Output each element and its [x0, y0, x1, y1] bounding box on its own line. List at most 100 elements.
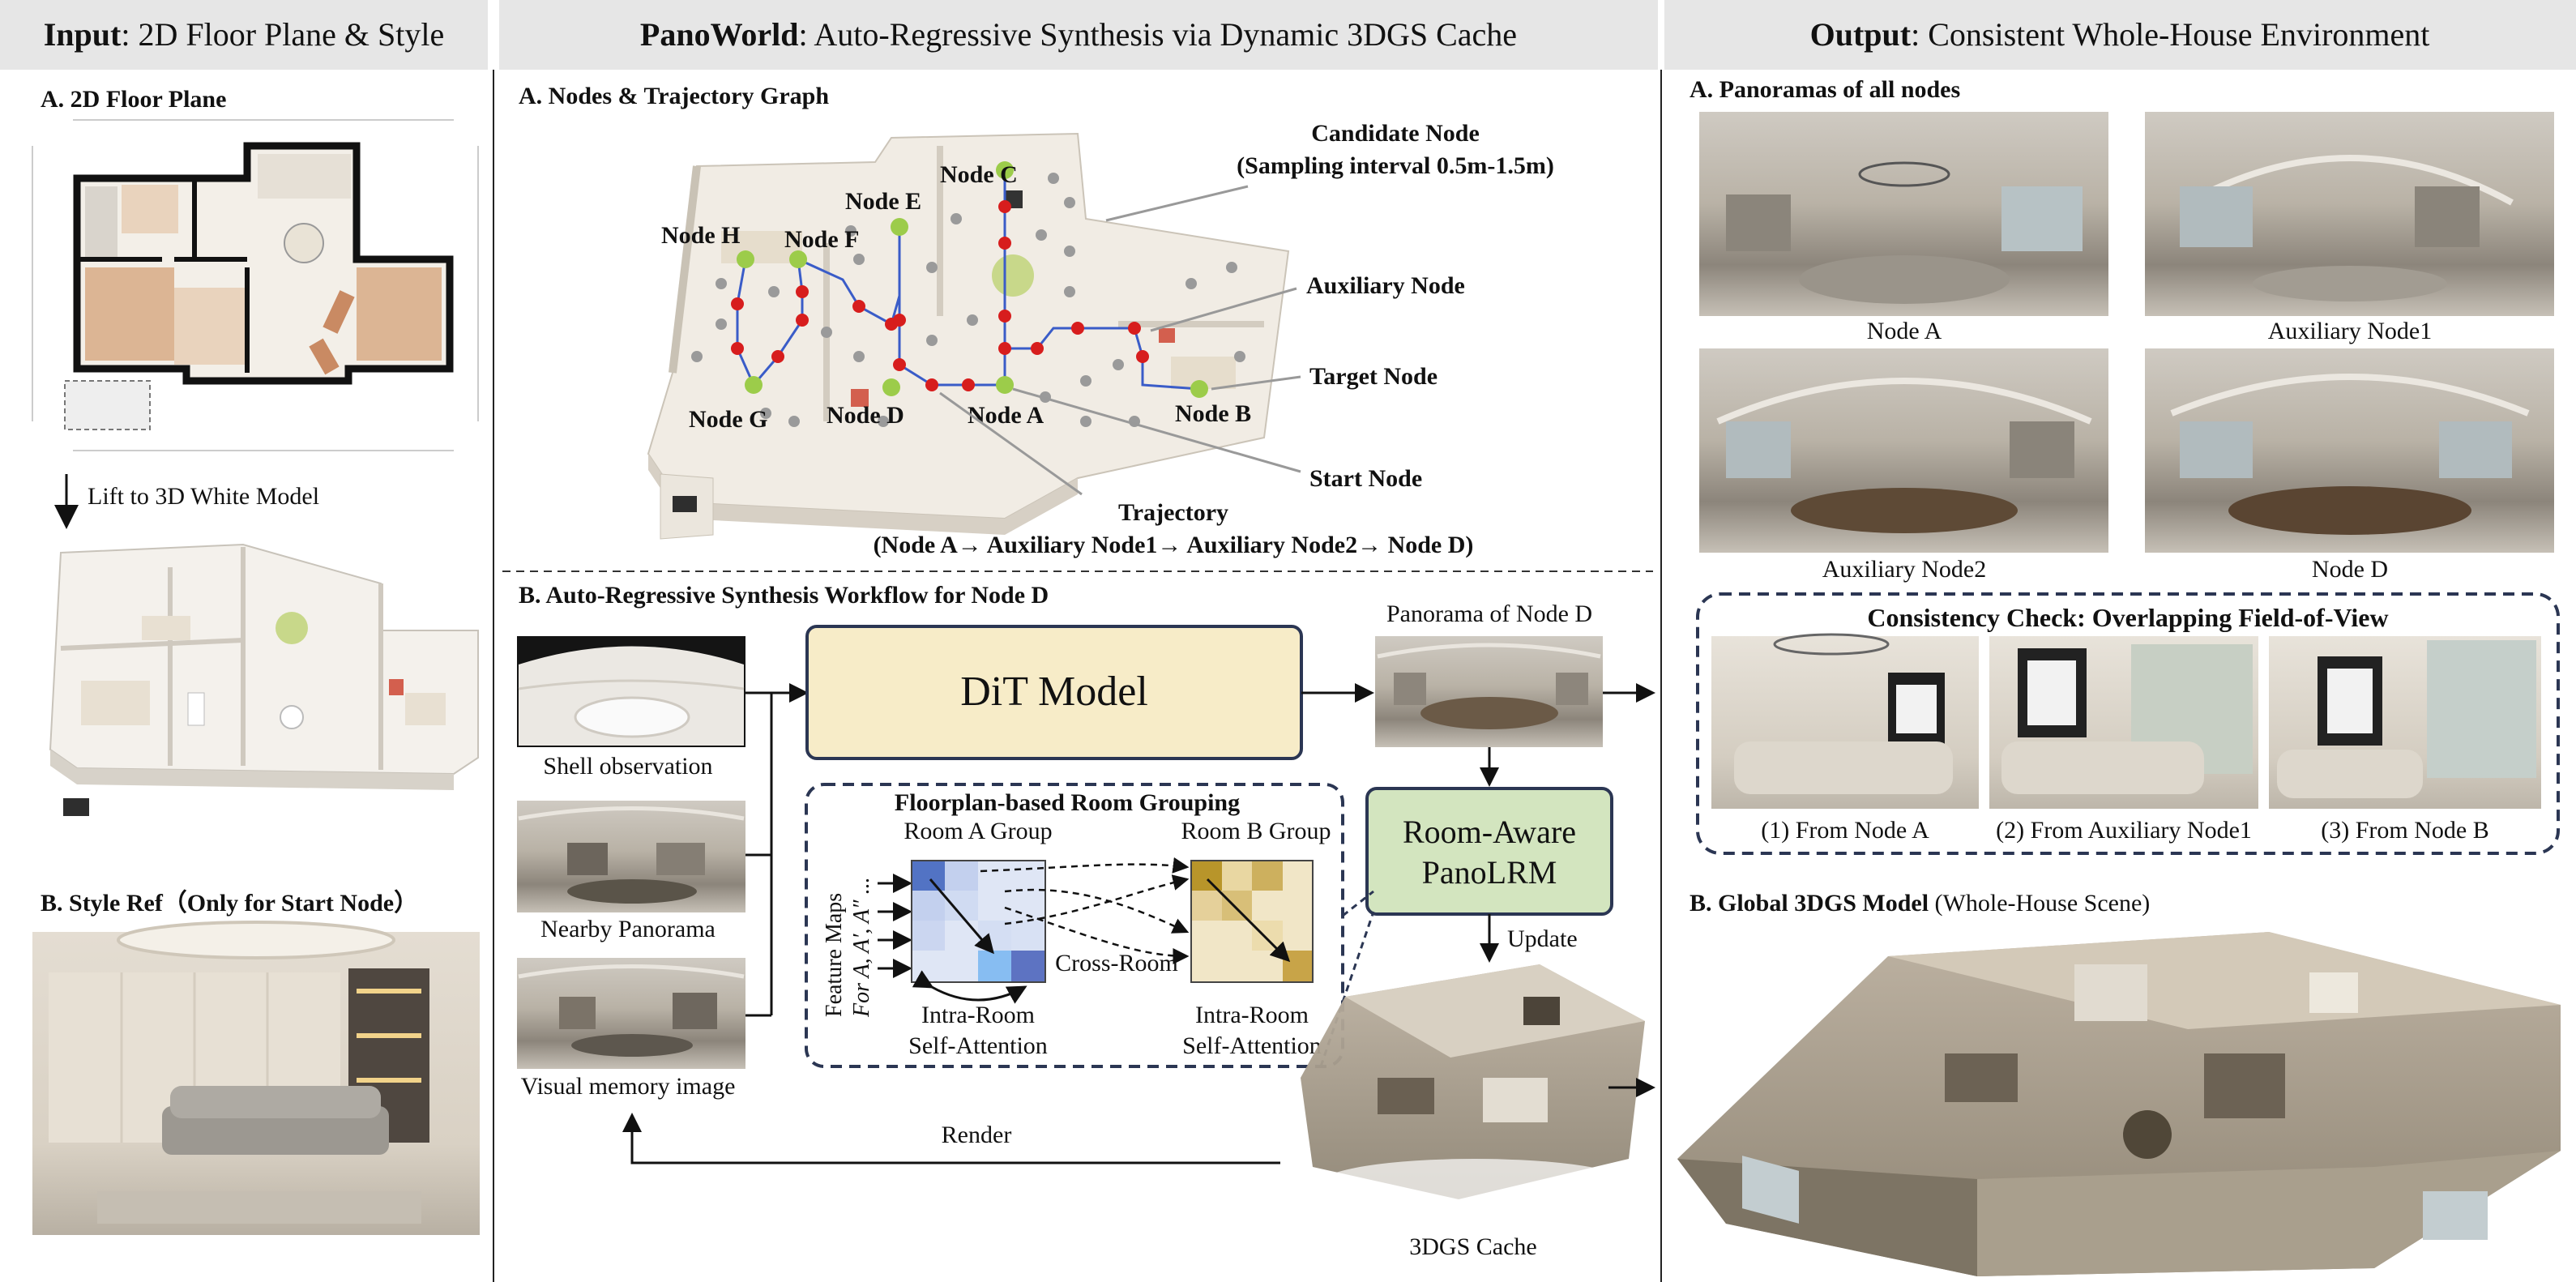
- style-ref-image: [32, 921, 480, 1235]
- candidate-node-dot-20: [788, 416, 800, 427]
- panorama-node-d-grid-image: [2145, 348, 2554, 553]
- white-model-image: [49, 543, 479, 816]
- feature-maps-label-2: For A, A′, A″ ...: [849, 877, 874, 1018]
- from-aux1-label: (2) From Auxiliary Node1: [1996, 817, 2252, 844]
- auxiliary-node-dot-12: [998, 310, 1011, 323]
- intra-room-a-label: Intra-Room: [921, 1002, 1035, 1028]
- input-header-bg: [0, 0, 488, 70]
- target-node-dot-0: [737, 250, 754, 268]
- candidate-node-dot-14: [1113, 359, 1124, 370]
- visual-memory-image: [517, 958, 745, 1069]
- auxiliary-node-dot-7: [893, 314, 906, 327]
- panoramas-title: A. Panoramas of all nodes: [1690, 76, 1960, 103]
- cross-room-arrow-4: [980, 857, 1190, 874]
- candidate-node-dot-22: [1080, 416, 1091, 427]
- output-header: Output: Consistent Whole-House Environme…: [1810, 16, 2430, 53]
- trajectory-label: Trajectory: [1118, 499, 1228, 526]
- candidate-node-dot-27: [845, 225, 857, 237]
- output-header-bg: [1664, 0, 2576, 70]
- target-node-dot-3: [996, 161, 1014, 179]
- self-attention-b-label: Self-Attention: [1182, 1032, 1322, 1059]
- candidate-node-dot-15: [1185, 278, 1197, 289]
- from-node-b-label: (3) From Node B: [2321, 817, 2488, 844]
- candidate-nodes: [691, 173, 1245, 427]
- auxiliary-node-dot-16: [1071, 322, 1084, 335]
- node-g-label: Node G: [689, 406, 768, 433]
- panoworld-header: PanoWorld: Auto-Regressive Synthesis via…: [640, 16, 1517, 53]
- auxiliary-node-dot-9: [925, 378, 938, 391]
- auxiliary-node-dot-3: [796, 314, 809, 327]
- start-node-label: Start Node: [1309, 465, 1422, 492]
- nearby-panorama-label: Nearby Panorama: [540, 916, 716, 942]
- candidate-node-dot-21: [878, 416, 889, 427]
- panorama-node-d-label: Panorama of Node D: [1386, 600, 1592, 627]
- panorama-node-d-image: [1375, 636, 1603, 747]
- cross-room-arrow-2: [1004, 874, 1190, 925]
- target-node-dot-1: [789, 250, 807, 268]
- target-node-dot-7: [1190, 380, 1208, 398]
- pano-aux2-label: Auxiliary Node2: [1822, 556, 1986, 583]
- room-a-attention-matrix: [911, 860, 1046, 983]
- candidate-node-dot-13: [1080, 375, 1091, 387]
- target-node-label: Target Node: [1309, 363, 1438, 390]
- consistency-view-1-image: [1711, 633, 1979, 809]
- trajectory-path-label: (Node A→ Auxiliary Node1→ Auxiliary Node…: [874, 532, 1474, 558]
- render-label: Render: [942, 1122, 1012, 1148]
- dit-model-label: DiT Model: [960, 669, 1148, 715]
- target-node-dot-5: [882, 378, 900, 396]
- node-c-label: Node C: [940, 161, 1018, 188]
- candidate-node-dot-7: [967, 314, 978, 326]
- workflow-title: B. Auto-Regressive Synthesis Workflow fo…: [519, 582, 1049, 609]
- auxiliary-node-dot-17: [1128, 322, 1141, 335]
- auxiliary-node-dot-1: [731, 342, 744, 355]
- target-node-dot-6: [996, 376, 1014, 394]
- nearby-panorama-image: [517, 801, 745, 912]
- consistency-view-2-image: [1989, 636, 2258, 809]
- node-e-label: Node E: [845, 188, 921, 215]
- auxiliary-node-dot-5: [852, 300, 865, 313]
- trajectory-leader: [939, 391, 1083, 496]
- candidate-node-dot-11: [1064, 286, 1075, 297]
- room-grouping-box: [805, 783, 1344, 1068]
- panolrm-label-2: PanoLRM: [1422, 854, 1557, 891]
- global-3dgs-title: B. Global 3DGS Model (Whole-House Scene): [1690, 890, 2150, 917]
- graph-title: A. Nodes & Trajectory Graph: [519, 83, 829, 109]
- consistency-box: [1696, 592, 2560, 855]
- from-node-a-label: (1) From Node A: [1761, 817, 1929, 844]
- input-header: Input: 2D Floor Plane & Style: [44, 16, 445, 53]
- style-ref-title: B. Style Ref（Only for Start Node）: [41, 889, 418, 917]
- cross-room-arrow-1: [1004, 888, 1190, 934]
- target-nodes: [737, 161, 1208, 398]
- lift-label: Lift to 3D White Model: [88, 483, 319, 510]
- candidate-leader: [1105, 185, 1249, 222]
- auxiliary-node-dot-8: [893, 358, 906, 371]
- update-label: Update: [1507, 925, 1578, 952]
- auxiliary-node-dot-14: [998, 200, 1011, 213]
- candidate-node-label: Candidate Node: [1311, 120, 1480, 147]
- node-b-label: Node B: [1175, 400, 1251, 427]
- candidate-node-dot-1: [716, 318, 727, 330]
- candidate-node-dot-26: [1048, 173, 1059, 184]
- target-node-dot-4: [745, 376, 763, 394]
- cross-room-arrow-3: [1004, 906, 1190, 964]
- panolrm-box: [1365, 787, 1613, 916]
- auxiliary-node-dot-10: [962, 378, 975, 391]
- panorama-aux2-image: [1699, 348, 2108, 553]
- candidate-node-dot-17: [1234, 351, 1245, 362]
- candidate-node-dot-19: [821, 327, 832, 338]
- render-arrow: [622, 1113, 1280, 1164]
- room-grouping-title: Floorplan-based Room Grouping: [895, 789, 1240, 816]
- candidate-node-dot-4: [853, 351, 865, 362]
- panorama-aux1-image: [2145, 112, 2554, 316]
- candidate-node-dot-25: [760, 408, 771, 419]
- auxiliary-node-dot-18: [1136, 350, 1149, 363]
- candidate-node-dot-6: [926, 335, 938, 346]
- candidate-node-dot-9: [1064, 197, 1075, 208]
- candidate-node-dot-2: [768, 286, 780, 297]
- node-h-label: Node H: [661, 222, 741, 249]
- auxiliary-node-dot-11: [998, 342, 1011, 355]
- room-b-group-label: Room B Group: [1181, 818, 1331, 844]
- pano-aux1-label: Auxiliary Node1: [2268, 318, 2432, 344]
- auxiliary-node-dot-0: [731, 297, 744, 310]
